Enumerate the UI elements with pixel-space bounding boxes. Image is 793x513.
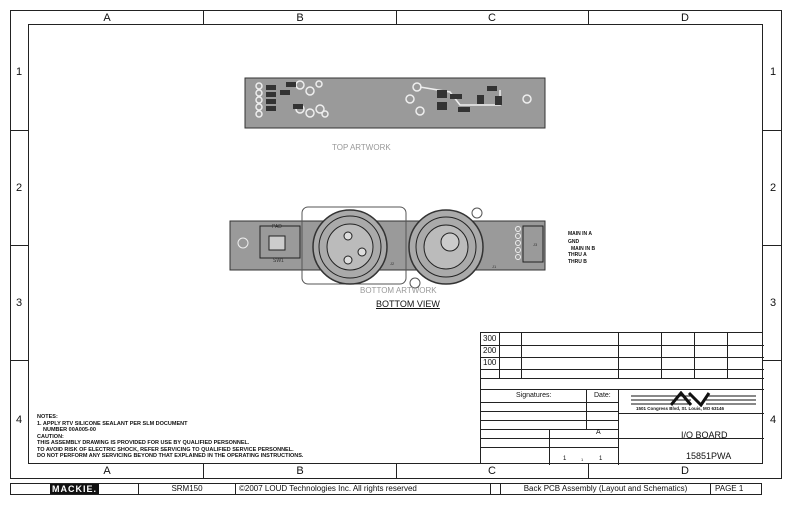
row-1: 1	[15, 66, 23, 78]
footer-brand: MACKIE.	[11, 484, 139, 494]
row-4: 4	[15, 414, 23, 426]
col-a: A	[103, 12, 111, 24]
row-3-right: 3	[769, 297, 777, 309]
row-2-right: 2	[769, 182, 777, 194]
top-artwork-board	[244, 77, 546, 129]
col-a-bottom: A	[103, 465, 111, 477]
row-1-right: 1	[769, 66, 777, 78]
drawing-title: I/O BOARD	[681, 430, 728, 440]
col-b: B	[296, 12, 304, 24]
sheet-total: 1	[599, 456, 603, 462]
pin-labels: MAIN IN A GND MAIN IN B THRU A THRU B	[568, 230, 595, 266]
col-c-bottom: C	[488, 465, 496, 477]
footer-bar: MACKIE. SRM150 ©2007 LOUD Technologies I…	[10, 483, 762, 495]
footer-copyright: ©2007 LOUD Technologies Inc. All rights …	[236, 484, 491, 494]
rev-200: 200	[483, 346, 497, 355]
row-4-right: 4	[769, 414, 777, 426]
col-d: D	[681, 12, 689, 24]
pin-main-in-b: MAIN IN B	[571, 246, 596, 252]
view-title: BOTTOM VIEW	[376, 299, 440, 309]
ref-j1: J1	[492, 264, 497, 269]
top-artwork-label: TOP ARTWORK	[332, 143, 391, 152]
drawing-number: 15851PWA	[686, 451, 732, 461]
ref-sw1: SW1	[273, 258, 284, 264]
pin-thru-b: THRU B	[568, 259, 587, 265]
pin-main-in-a: MAIN IN A	[568, 231, 592, 237]
footer-model: SRM150	[139, 484, 236, 494]
rev-100: 100	[483, 358, 497, 367]
footer-description: Back PCB Assembly (Layout and Schematics…	[501, 484, 711, 494]
signatures-label: Signatures:	[516, 392, 552, 399]
company-address: 1501 Congress Blvd, St. Louis, MO 63146	[636, 406, 725, 411]
ref-pad: PAD	[272, 224, 282, 230]
sheet-value: 1	[563, 456, 567, 462]
row-3: 3	[15, 297, 23, 309]
bottom-artwork-label: BOTTOM ARTWORK	[360, 286, 437, 295]
bottom-artwork-board	[229, 206, 546, 289]
date-label: Date:	[594, 392, 611, 399]
col-d-bottom: D	[681, 465, 689, 477]
pin-thru-a: THRU A	[568, 252, 587, 258]
title-block: 300 200 100 Signatures: Date: A 1 1 1 15…	[480, 332, 764, 465]
notes: NOTES:1. APPLY RTV SILICONE SEALANT PER …	[37, 414, 304, 459]
drawing-area	[28, 24, 763, 464]
sheet-of: 1	[581, 457, 584, 462]
col-c: C	[488, 12, 496, 24]
pin-gnd: GND	[568, 239, 580, 245]
company-logo	[631, 391, 756, 407]
ref-j2: J2	[390, 261, 395, 266]
rev-300: 300	[483, 334, 497, 343]
col-b-bottom: B	[296, 465, 304, 477]
size-value: A	[596, 429, 601, 436]
row-2: 2	[15, 182, 23, 194]
ref-j3: J3	[533, 242, 538, 247]
footer-page: PAGE 1	[715, 484, 744, 493]
